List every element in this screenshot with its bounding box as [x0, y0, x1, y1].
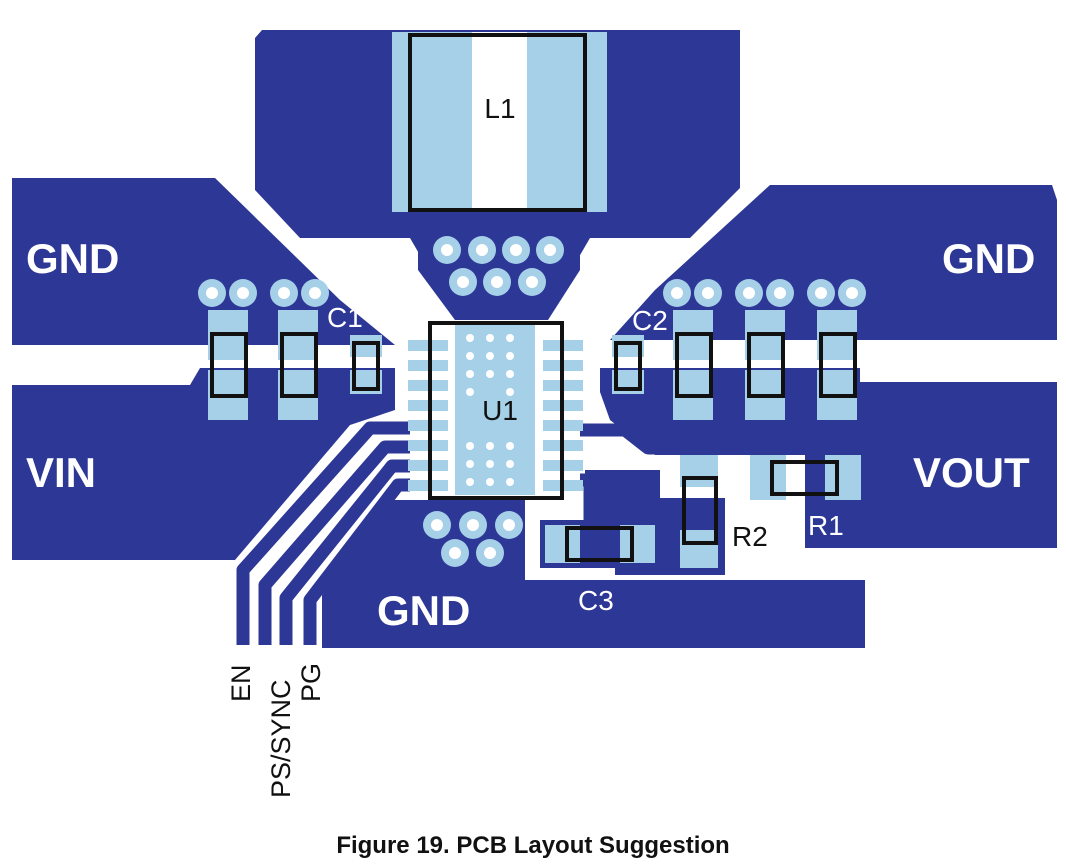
- u1-ic: [408, 321, 583, 500]
- right-gnd-vias: [663, 279, 866, 307]
- ps-sync-trace: [258, 440, 410, 645]
- vin-label: VIN: [26, 449, 96, 496]
- pg-pin-label: PG: [296, 663, 326, 702]
- c3-pad-right: [620, 525, 655, 563]
- r2-pad-top: [680, 455, 718, 487]
- c3-label: C3: [578, 585, 614, 616]
- l1-silkscreen: [408, 33, 587, 212]
- gnd-label-top-right: GND: [942, 235, 1035, 282]
- r2-silkscreen: [682, 476, 718, 545]
- gnd-label-bottom: GND: [377, 587, 470, 634]
- r1-silkscreen: [770, 460, 839, 496]
- figure-caption: Figure 19. PCB Layout Suggestion: [336, 832, 730, 859]
- en-pin-label: EN: [226, 664, 256, 702]
- gnd-bottom-copper: [322, 500, 865, 648]
- left-gnd-vias: [198, 279, 329, 307]
- bottom-gnd-vias: [423, 511, 523, 567]
- signal-traces: [236, 421, 785, 645]
- c2-label: C2: [632, 305, 668, 336]
- input-caps: [208, 310, 382, 420]
- r2-pad-bottom: [680, 530, 718, 568]
- output-caps: [612, 310, 857, 420]
- sw-copper: [418, 215, 580, 320]
- r2-label: R2: [732, 521, 768, 552]
- l1-label: L1: [484, 93, 515, 124]
- pg-trace-b: [303, 478, 410, 645]
- u1-label: U1: [482, 395, 518, 426]
- l1-pad-left: [392, 32, 472, 212]
- c1-label: C1: [327, 302, 363, 333]
- gnd-label-top-left: GND: [26, 235, 119, 282]
- l1-body-center: [472, 32, 527, 212]
- l1-pad-right: [527, 32, 607, 212]
- r1-label: R1: [808, 510, 844, 541]
- gnd-right-copper: [610, 185, 1057, 340]
- gnd-left-copper: [12, 178, 395, 345]
- c3-silkscreen: [565, 526, 634, 562]
- ps-sync-pin-label: PS/SYNC: [266, 679, 296, 798]
- inductor-vias: [433, 236, 564, 296]
- en-trace: [236, 421, 410, 645]
- c3-pad-left: [545, 525, 580, 563]
- pg-trace-a: [279, 459, 410, 645]
- vout-label: VOUT: [913, 449, 1030, 496]
- pcb-layout-diagram: L1: [12, 30, 1057, 798]
